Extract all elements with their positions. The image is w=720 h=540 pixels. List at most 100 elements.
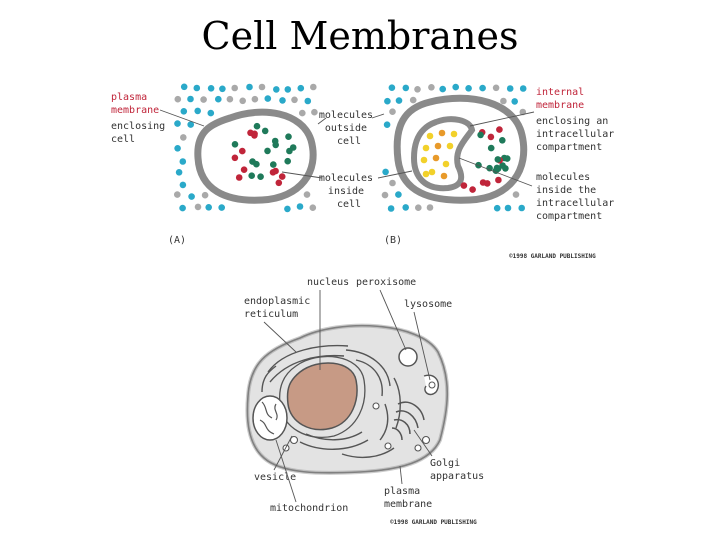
outside-molecule (273, 86, 280, 93)
outside-molecule (284, 86, 292, 93)
copyright-top: ©1998 GARLAND PUBLISHING (509, 253, 596, 260)
inside-molecule (248, 172, 255, 179)
outside-molecule (231, 84, 238, 92)
outside-molecule (279, 97, 286, 104)
outside-molecule (504, 204, 512, 212)
outside-molecule (452, 83, 460, 91)
label-vesicle: vesicle (254, 472, 296, 483)
outside-molecule (180, 83, 188, 91)
inside-molecule (239, 147, 246, 155)
inside-molecule (235, 174, 243, 181)
mitochondrion (252, 395, 288, 441)
outside-molecule (246, 83, 253, 91)
label-nucleus: nucleus (307, 277, 349, 288)
membrane-compartment-diagram: plasma membrane enclosing cell molecules… (111, 83, 614, 260)
outside-molecule (179, 181, 187, 189)
outside-molecule (205, 204, 212, 211)
cell-organelle-diagram: nucleus peroxisome lysosome endoplasmic … (244, 277, 484, 526)
label-golgi-apparatus: Golgi apparatus (430, 458, 484, 482)
inside-molecule (275, 179, 283, 187)
outside-molecule (297, 84, 305, 92)
inside-molecule (502, 165, 509, 172)
outside-molecule (179, 158, 187, 165)
inside-molecule (495, 176, 502, 184)
outside-molecule (493, 204, 501, 212)
outside-molecule (174, 95, 182, 103)
outside-molecule (395, 191, 402, 198)
compartment-molecule (438, 129, 446, 137)
outside-molecule (395, 97, 403, 104)
label-enclosing-cell: enclosing cell (111, 121, 171, 145)
lysosome (423, 374, 440, 396)
outside-molecule (218, 204, 225, 211)
outside-molecule (291, 96, 298, 104)
compartment-molecule (442, 160, 450, 168)
outside-molecule (402, 84, 410, 92)
outside-molecule (402, 204, 410, 211)
outside-molecule (296, 203, 304, 210)
outside-molecule (303, 191, 311, 198)
outside-molecule (239, 97, 246, 105)
label-peroxisome: peroxisome (356, 277, 416, 288)
outside-molecule (219, 85, 226, 93)
inside-molecule (503, 155, 511, 162)
panel-label-b: (B) (384, 235, 402, 246)
inside-molecule (284, 157, 292, 165)
compartment-molecule (426, 132, 434, 140)
inside-molecule (231, 141, 239, 148)
inside-molecules-a (231, 122, 297, 187)
outside-molecule (309, 204, 317, 211)
golgi-apparatus (391, 401, 425, 441)
label-mitochondrion: mitochondrion (270, 503, 348, 514)
outside-molecule (311, 108, 318, 116)
outside-molecule (506, 85, 514, 92)
outside-molecule (179, 204, 186, 212)
outside-molecule (180, 134, 187, 141)
inside-molecule (487, 133, 495, 141)
outside-molecule (251, 95, 259, 103)
outside-molecule (180, 108, 188, 115)
inside-molecule (486, 164, 493, 172)
outside-molecule (264, 95, 272, 102)
outside-molecule (428, 84, 435, 91)
outside-molecule (201, 191, 209, 199)
label-endoplasmic-reticulum: endoplasmic reticulum (244, 296, 316, 320)
label-plasma-membrane: plasma membrane (111, 92, 159, 116)
outside-molecule (426, 204, 434, 211)
compartment-molecule (422, 170, 430, 178)
compartment-molecule (446, 142, 454, 150)
outside-molecule (226, 95, 234, 103)
outside-molecule (215, 95, 222, 103)
outside-molecule (194, 203, 202, 211)
outside-molecule (207, 109, 215, 117)
panel-label-a: (A) (168, 235, 186, 246)
inside-molecule (487, 144, 495, 152)
outside-molecule (193, 84, 201, 92)
inside-molecule (231, 154, 239, 162)
outside-molecules-a (174, 83, 318, 213)
inside-molecule (496, 126, 503, 133)
outside-molecule (383, 121, 391, 128)
outside-molecule (188, 193, 195, 200)
inside-molecule (253, 122, 261, 130)
inside-molecule (460, 182, 468, 189)
outside-molecule (284, 205, 291, 213)
outside-molecule (511, 98, 518, 105)
outside-molecule (304, 97, 312, 105)
outside-molecule (492, 84, 500, 92)
outside-molecule (187, 121, 194, 128)
inside-molecule (484, 180, 491, 187)
inside-molecule (261, 127, 269, 135)
label-molecules-inside-cell: molecules inside cell (319, 173, 379, 210)
label-molecules-outside-cell: molecules outside cell (319, 110, 379, 147)
outside-molecule (479, 84, 486, 92)
outside-molecule (187, 95, 194, 103)
outside-molecule (175, 169, 183, 176)
inside-molecule (477, 131, 484, 139)
outside-molecule (258, 83, 266, 91)
label-plasma-membrane-bottom: plasma membrane (384, 486, 432, 510)
peroxisome (398, 347, 418, 367)
inside-molecule (272, 141, 280, 149)
inside-molecule (285, 133, 292, 140)
slide-title: Cell Membranes (201, 14, 519, 58)
